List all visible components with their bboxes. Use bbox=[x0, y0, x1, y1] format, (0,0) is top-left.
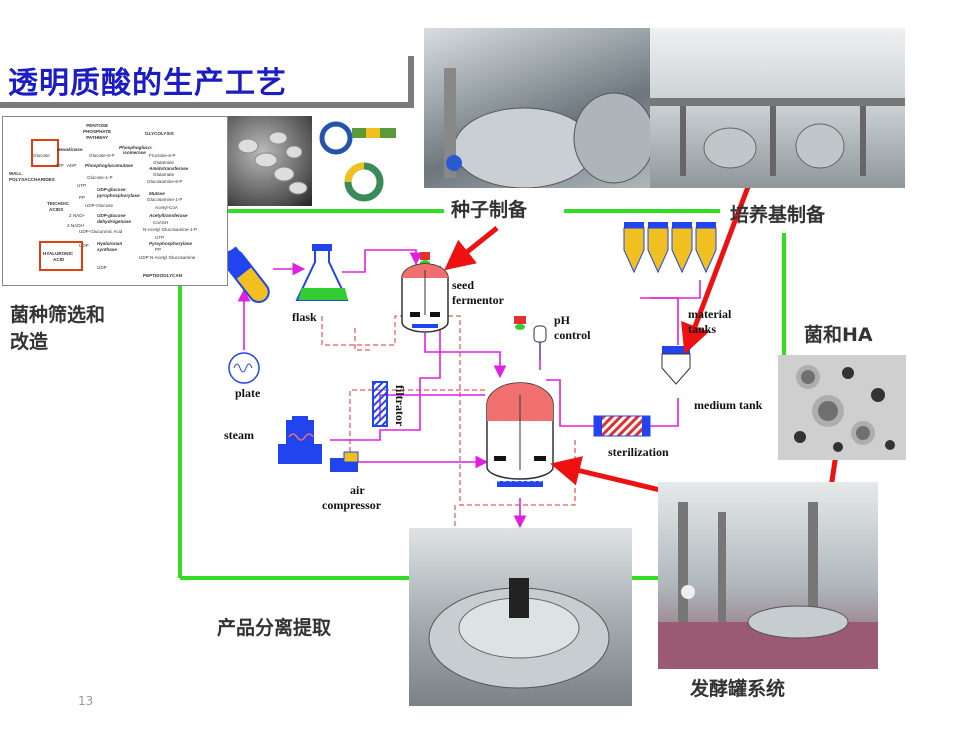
pathway-label: Hyaluronan bbox=[97, 241, 123, 246]
pathway-label: GLYCOLYSIS bbox=[145, 131, 174, 136]
pathway-label: Glutamate bbox=[153, 172, 175, 177]
pathway-label: ACIDS bbox=[49, 207, 64, 212]
metabolic-pathway-diagram: PENTOSE PHOSPHATE PATHWAY GLYCOLYSIS Glu… bbox=[2, 116, 228, 286]
bacteria-ha-micrograph-photo bbox=[778, 355, 906, 460]
sterilization-label: sterilization bbox=[608, 445, 669, 459]
pathway-label: UDP-glucose bbox=[97, 213, 126, 218]
material-label: material bbox=[688, 307, 732, 321]
seed-fermenter-room-photo bbox=[424, 28, 650, 188]
test-tube-icon bbox=[220, 246, 270, 303]
filtrator-label: filtrator bbox=[393, 385, 407, 427]
compressor-label: compressor bbox=[322, 498, 382, 512]
filtrator-icon bbox=[372, 381, 388, 427]
pathway-label: Acetyltransferase bbox=[149, 213, 188, 218]
pathway-label: isomerase bbox=[123, 150, 146, 155]
pathway-label: dehydrogenase bbox=[97, 219, 131, 224]
control-label: control bbox=[554, 328, 591, 342]
main-fermentor-icon bbox=[486, 382, 554, 487]
ph-label: pH bbox=[554, 313, 571, 327]
material-tanks-icon bbox=[623, 222, 717, 274]
title-underline-vertical bbox=[408, 56, 414, 108]
pathway-label: PENTOSE bbox=[86, 123, 109, 128]
pathway-label: WALL bbox=[9, 171, 23, 176]
pathway-label: UTP bbox=[77, 183, 87, 188]
product-separation-equipment-photo bbox=[409, 528, 632, 706]
pathway-label: synthase bbox=[97, 247, 117, 252]
seed-fermentor-icon bbox=[401, 252, 449, 333]
steam-label: steam bbox=[224, 428, 254, 442]
pathway-label: UDP bbox=[97, 265, 107, 270]
pathway-label: TEICHOIC bbox=[47, 201, 69, 206]
pathway-label: PATHWAY bbox=[86, 135, 109, 140]
ph-control-icon bbox=[514, 316, 547, 360]
pathway-label: UDP-glucose bbox=[97, 187, 126, 192]
bacteria-micrograph-photo bbox=[228, 116, 312, 206]
pathway-label: Glucose-6-P bbox=[89, 153, 115, 158]
pathway-label: Mutase bbox=[149, 191, 165, 196]
pathway-label: Hexokinase bbox=[57, 147, 83, 152]
plate-label: plate bbox=[235, 386, 261, 400]
pathway-label: Glucose bbox=[33, 153, 50, 158]
page-number: 13 bbox=[78, 694, 94, 708]
tanks-label: tanks bbox=[688, 322, 717, 336]
pathway-label: 2 NAD+ bbox=[69, 213, 86, 218]
pathway-label: Glucosamine-6-P bbox=[147, 179, 183, 184]
plate-icon bbox=[228, 352, 260, 384]
pathway-label: ATP bbox=[55, 163, 64, 168]
pathway-label: Phosphoglucomutase bbox=[85, 163, 133, 168]
plasmid-diagram bbox=[314, 116, 410, 206]
pathway-label: PP bbox=[79, 195, 86, 200]
flask-label: flask bbox=[292, 310, 317, 324]
flask-icon bbox=[295, 244, 349, 301]
glucose-highlight-box bbox=[31, 139, 59, 167]
pathway-label: PP bbox=[155, 247, 162, 252]
pathway-label: Fructose-6-P bbox=[149, 153, 176, 158]
pathway-label: Glucose-1-P bbox=[87, 175, 113, 180]
pathway-label: CoASH bbox=[153, 220, 169, 225]
pathway-label: Acetyl-CoA bbox=[155, 205, 178, 210]
seed-preparation-caption: 种子制备 bbox=[451, 199, 528, 221]
medium-preparation-caption: 培养基制备 bbox=[730, 204, 826, 226]
medium-tank-label: medium tank bbox=[694, 398, 763, 412]
fermenter-system-photo bbox=[658, 482, 878, 669]
pathway-label: UDP-Glucose bbox=[85, 203, 114, 208]
pathway-label: Phosphogluco- bbox=[119, 145, 153, 150]
pathway-label: pyrophosphorylase bbox=[97, 193, 140, 198]
pathway-label: 2 NADH bbox=[67, 223, 84, 228]
fermenter-system-caption: 发酵罐系统 bbox=[690, 678, 786, 700]
air-compressor-icon bbox=[330, 451, 359, 472]
pathway-label: PEPTIDOGLYCAN bbox=[143, 273, 183, 278]
pathway-label: HYALURONIC bbox=[43, 251, 74, 256]
steam-generator-icon bbox=[278, 416, 322, 464]
pathway-label: N-Acetyl Glucosamine-1-P bbox=[143, 227, 198, 232]
strain-screening-caption: 菌种筛选和 改造 bbox=[10, 304, 106, 353]
pathway-label: Amidotransferase bbox=[149, 166, 189, 171]
bacteria-ha-caption: 菌和HA bbox=[804, 324, 873, 346]
pathway-label: POLYSACCHARIDES bbox=[9, 177, 55, 182]
title-underline bbox=[0, 102, 412, 108]
pathway-label: Glutamine bbox=[153, 160, 174, 165]
pathway-label: UDP N-Acetyl Glucosamine bbox=[139, 255, 196, 260]
green-boundary bbox=[178, 209, 786, 580]
pathway-label: ACID bbox=[53, 257, 65, 262]
pathway-label: PHOSPHATE bbox=[83, 129, 112, 134]
sterilization-icon bbox=[593, 415, 651, 437]
pathway-label: UDP bbox=[79, 243, 89, 248]
fermentor-label: fermentor bbox=[452, 293, 504, 307]
pathway-label: Pyrophosphorylase bbox=[149, 241, 192, 246]
pathway-label: UTP bbox=[155, 235, 165, 240]
hyaluronic-acid-highlight-box bbox=[39, 241, 83, 271]
medium-preparation-room-photo bbox=[650, 28, 905, 188]
slide-title: 透明质酸的生产工艺 bbox=[8, 66, 287, 101]
seed-label: seed bbox=[452, 278, 474, 292]
product-separation-caption: 产品分离提取 bbox=[217, 617, 332, 639]
pathway-label: ADP bbox=[67, 163, 77, 168]
air-label: air bbox=[350, 483, 365, 497]
pathway-label: UDP-Glucuronic Acid bbox=[79, 229, 123, 234]
pathway-label: Glucosamine-1-P bbox=[147, 197, 183, 202]
